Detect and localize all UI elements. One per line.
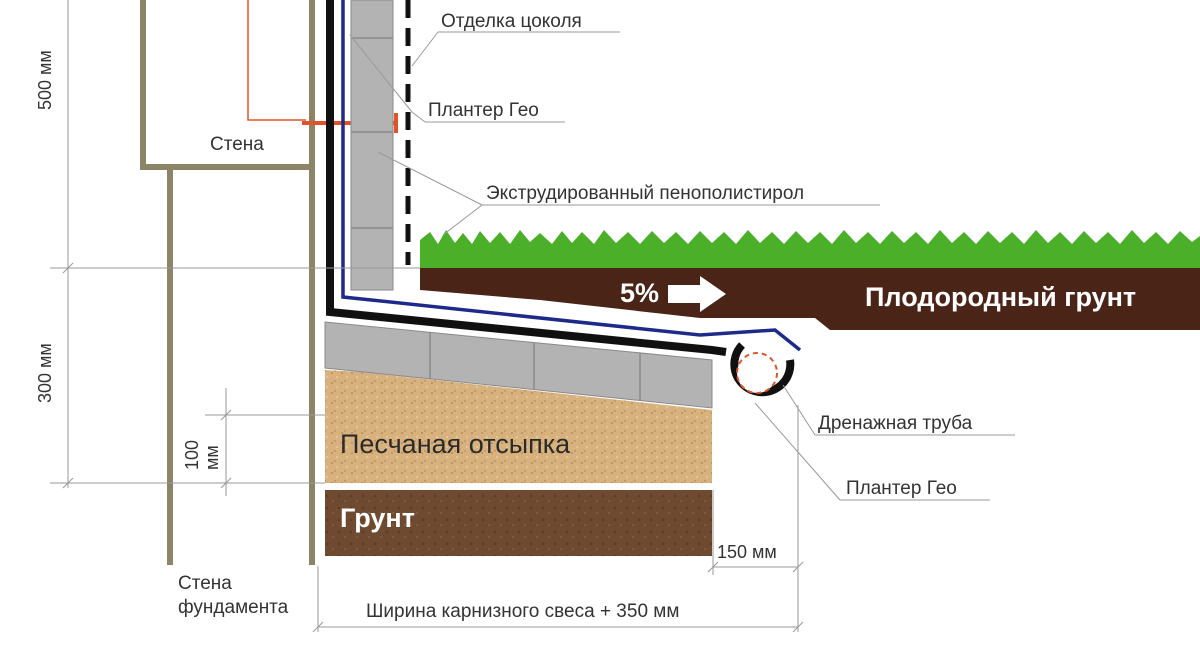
dim-tick [220, 409, 232, 421]
label-foundation-wall-2: фундамента [178, 597, 289, 618]
label-sand-fill: Песчаная отсыпка [340, 429, 571, 459]
dim-tick [707, 561, 719, 573]
dim-tick [62, 477, 74, 489]
leader-planter-top [349, 34, 413, 113]
anchor-guide-line [247, 0, 306, 121]
label-fertile-soil: Плодородный грунт [865, 282, 1136, 312]
label-wall: Стена [210, 134, 264, 155]
label-planter-geo-top: Плантер Гео [428, 100, 539, 121]
dim-tick [792, 621, 804, 633]
dim-tick [62, 262, 74, 274]
dim-300-label: 300 мм [35, 343, 55, 403]
label-planter-geo-bottom: Плантер Гео [846, 478, 957, 499]
drain-pipe-icon [736, 352, 778, 394]
dim-tick [220, 477, 232, 489]
dim-150-label: 150 мм [717, 542, 777, 562]
dim-100-label-1: 100 [182, 440, 202, 470]
label-slope: 5% [620, 278, 659, 308]
label-xps: Экструдированный пенополистирол [486, 183, 804, 204]
leader-drain [782, 384, 816, 436]
dim-overhang-label: Ширина карнизного свеса + 350 мм [366, 601, 679, 622]
dim-100-label-2: мм [202, 445, 222, 470]
dim-tick [792, 561, 804, 573]
leader-xps-2 [442, 204, 483, 236]
upper-wall-outline [140, 0, 312, 170]
soil-layer [325, 490, 712, 556]
label-foundation-wall-1: Стена [178, 573, 232, 594]
label-plinth-finish: Отделка цоколя [441, 11, 582, 32]
label-drain-pipe: Дренажная труба [818, 413, 973, 434]
label-soil: Грунт [340, 503, 415, 533]
leader-plinth [411, 31, 439, 67]
dim-500-label: 500 мм [35, 50, 55, 110]
leader-xps-1 [377, 151, 483, 206]
planter-geo-line [341, 0, 802, 352]
dim-tick [312, 621, 324, 633]
sand-fill-layer [325, 370, 712, 483]
slope-arrow-icon [668, 276, 726, 312]
membrane-line [326, 0, 727, 356]
fertile-soil-layer [420, 265, 1200, 330]
grass-layer [420, 230, 1200, 268]
leader-planter-top-2 [411, 111, 426, 123]
xps-vertical-insulation [350, 0, 394, 291]
xps-horizontal-insulation [324, 321, 713, 409]
